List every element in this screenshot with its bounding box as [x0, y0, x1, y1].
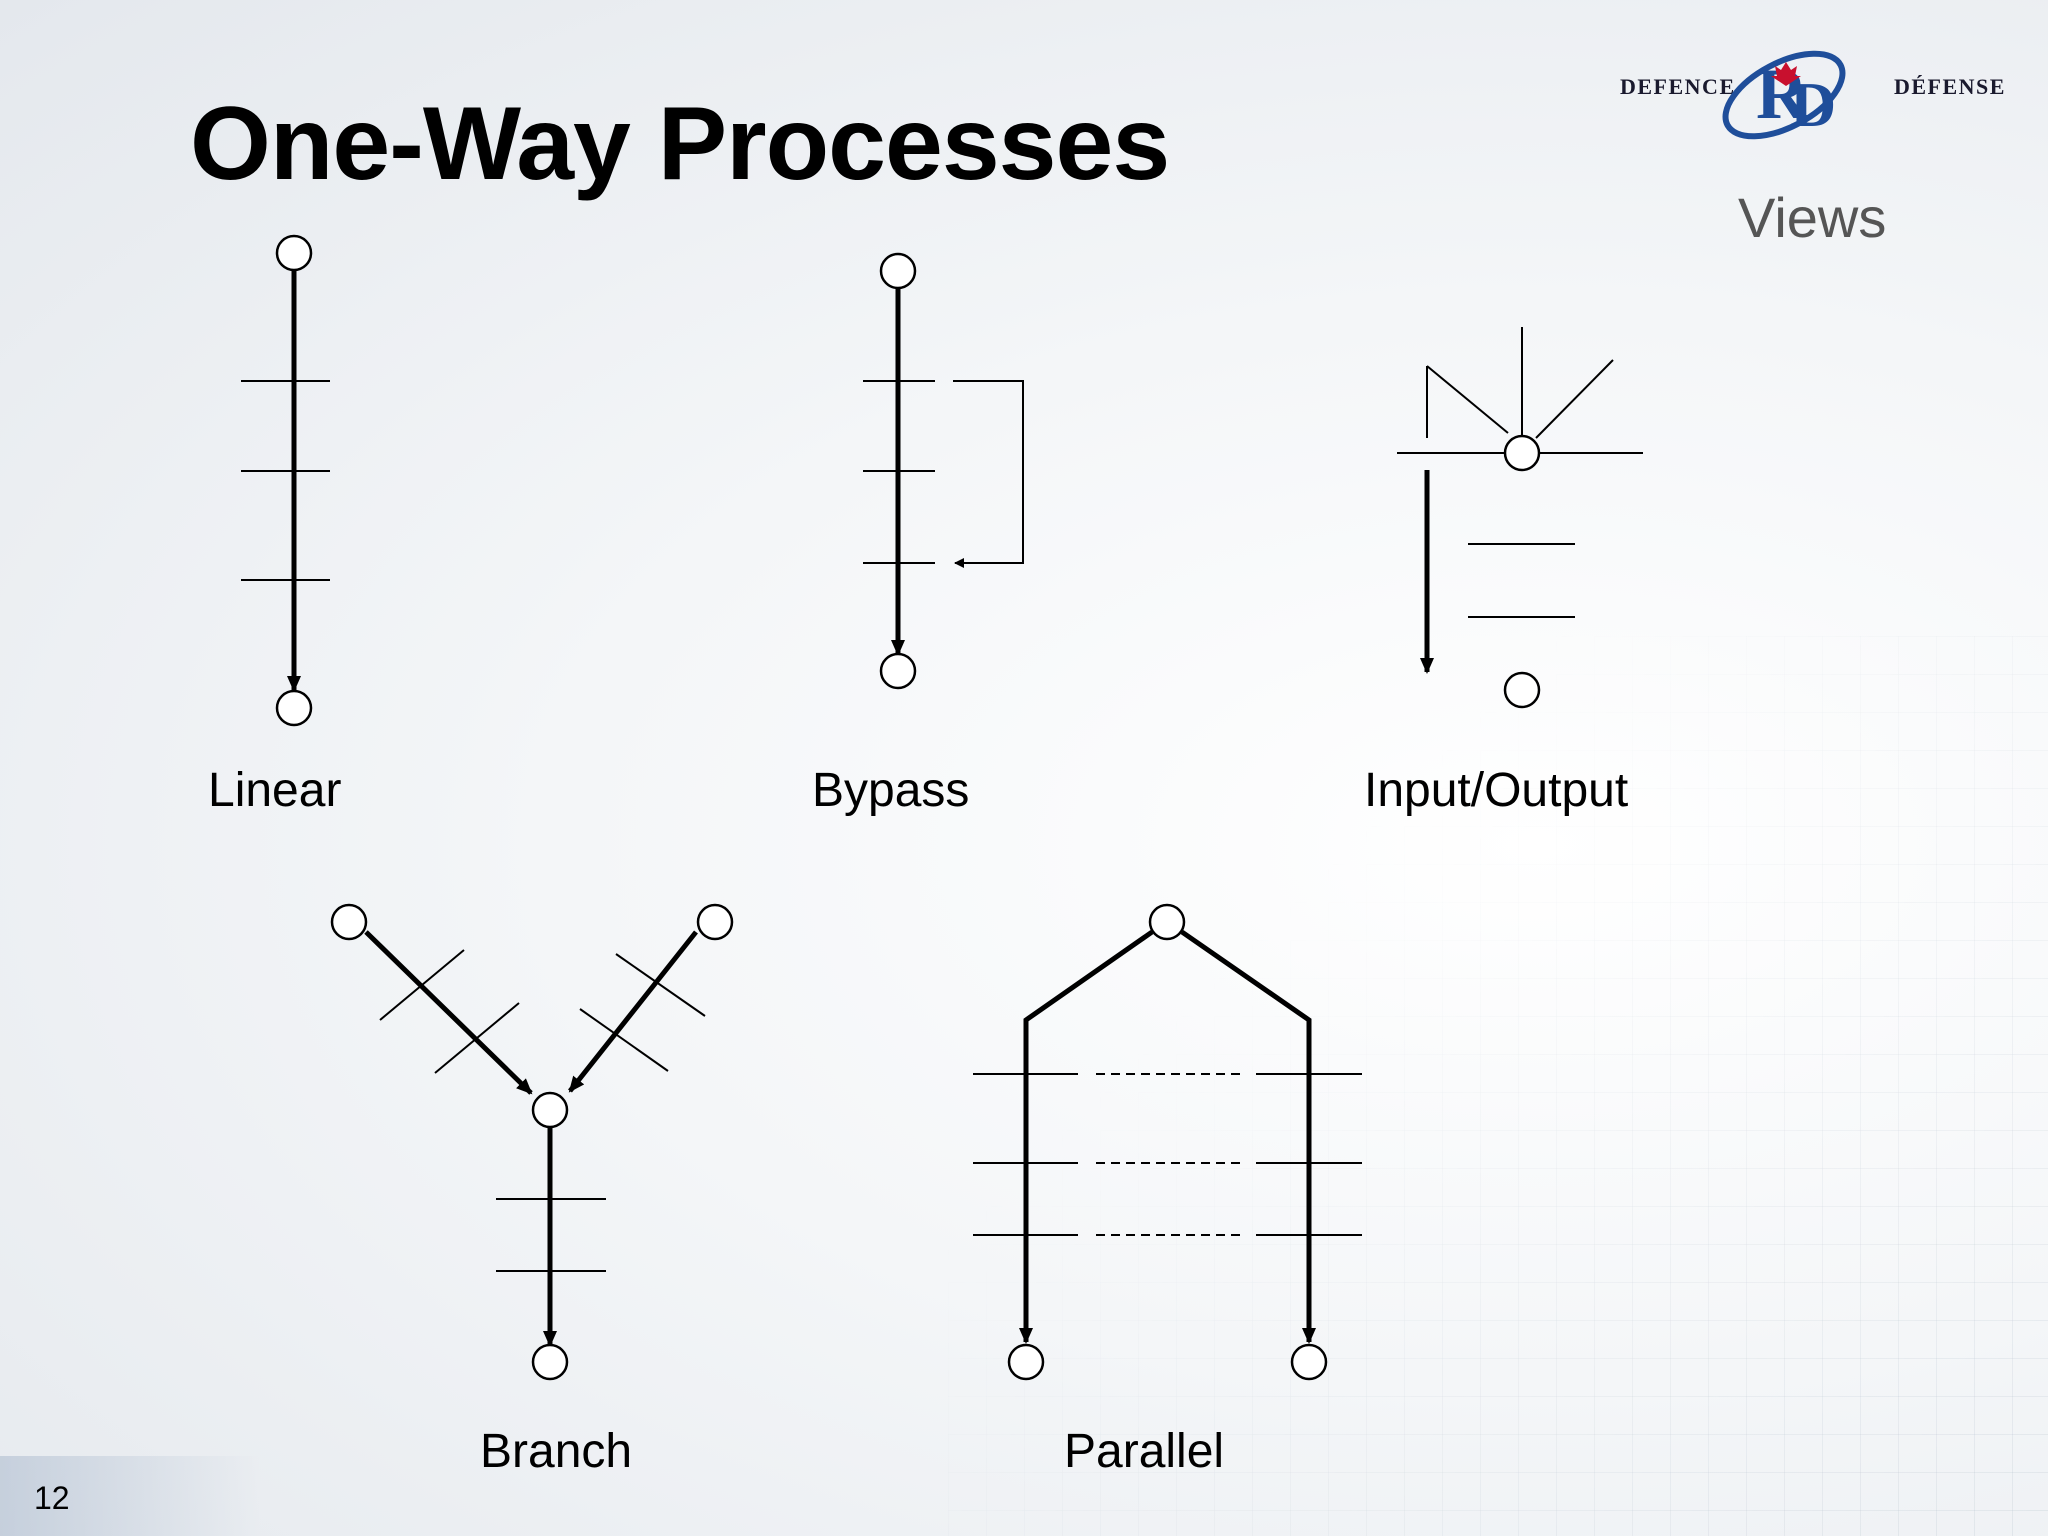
logo-mark-icon: R D: [1722, 50, 1846, 140]
background-glow: [0, 1456, 260, 1536]
input-node-icon: [330, 903, 368, 941]
end-node-icon: [275, 689, 313, 727]
end-node-icon: [531, 1343, 569, 1381]
end-node-icon: [1290, 1343, 1328, 1381]
bypass-diagram: [863, 252, 1024, 690]
bypass-label: Bypass: [812, 764, 970, 817]
svg-text:D: D: [1790, 69, 1836, 140]
merge-node-icon: [531, 1091, 569, 1129]
slide-subtitle: Views: [1738, 186, 1887, 249]
linear-label: Linear: [208, 764, 342, 817]
start-node-icon: [1148, 903, 1186, 941]
start-node-icon: [879, 252, 917, 290]
background-grid: [948, 636, 2048, 1536]
parallel-label: Parallel: [1064, 1425, 1225, 1478]
page-number: 12: [34, 1480, 70, 1516]
input-output-diagram: [1397, 327, 1643, 709]
logo-right-text: DÉFENSE: [1894, 74, 2006, 99]
hub-node-icon: [1503, 434, 1541, 472]
end-node-icon: [1007, 1343, 1045, 1381]
start-node-icon: [275, 234, 313, 272]
end-node-icon: [879, 652, 917, 690]
input-node-icon: [696, 903, 734, 941]
slide-title: One-Way Processes: [190, 86, 1170, 202]
logo-left-text: DEFENCE: [1620, 74, 1736, 99]
linear-diagram: [241, 234, 330, 727]
end-node-icon: [1503, 671, 1541, 709]
input-output-label: Input/Output: [1364, 764, 1629, 817]
branch-diagram: [330, 903, 734, 1381]
defence-rd-logo: DEFENCE DÉFENSE R D: [1612, 40, 2022, 150]
branch-label: Branch: [480, 1425, 633, 1478]
svg-text:R: R: [1756, 54, 1809, 134]
parallel-diagram: [973, 903, 1362, 1381]
